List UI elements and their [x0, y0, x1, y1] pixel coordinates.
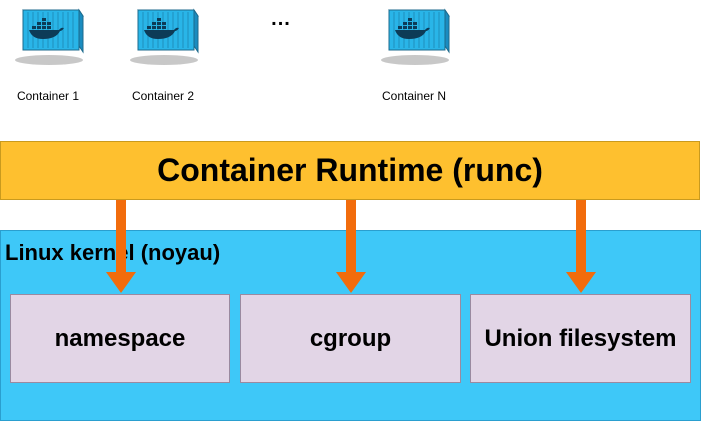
container-n: Container N	[371, 0, 457, 110]
container-runtime-bar: Container Runtime (runc)	[0, 141, 700, 200]
arrow-to-cgroup	[336, 200, 366, 293]
container-2: Container 2	[120, 0, 206, 110]
arrow-to-union-filesystem	[566, 200, 596, 293]
namespace-label: namespace	[54, 324, 186, 352]
namespace-box: namespace	[10, 294, 230, 383]
linux-kernel-title: Linux kernel (noyau)	[5, 240, 221, 265]
container-label: Container 2	[131, 89, 195, 103]
docker-container-icon	[381, 8, 450, 65]
container-runtime-label: Container Runtime (runc)	[157, 152, 543, 188]
docker-container-icon	[130, 8, 199, 65]
container-label: Container N	[381, 89, 447, 103]
cgroup-label: cgroup	[309, 324, 392, 352]
docker-container-icon	[15, 8, 84, 65]
union-filesystem-label: Union filesystem	[484, 324, 677, 352]
union-filesystem-box: Union filesystem	[470, 294, 691, 383]
cgroup-box: cgroup	[240, 294, 461, 383]
arrow-to-namespace	[106, 200, 136, 293]
ellipsis: ...	[271, 8, 291, 30]
container-1: Container 1	[5, 0, 91, 110]
container-label: Container 1	[16, 89, 80, 103]
